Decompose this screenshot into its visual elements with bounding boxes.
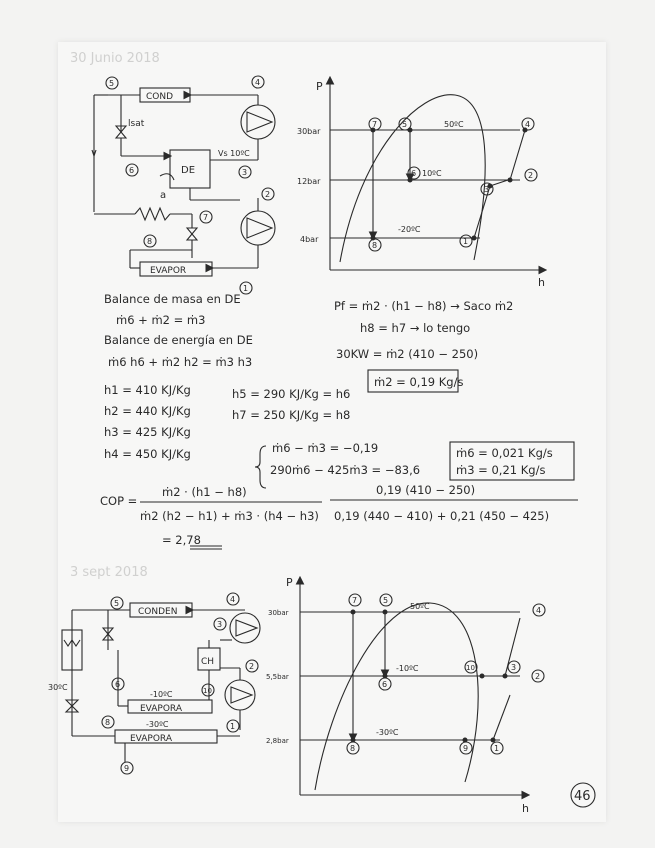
m3-result: ṁ3 = 0,21 Kg/s (456, 463, 545, 477)
h4-value: h4 = 450 KJ/Kg (104, 447, 191, 461)
evaporator-label-1: EVAPOR (150, 266, 186, 276)
ph2-node-1: 1 (494, 744, 499, 753)
ph1-node-1: 1 (463, 237, 468, 246)
mass-balance-eq: ṁ6 + ṁ2 = ṁ3 (116, 313, 205, 327)
ph2-node-8: 8 (350, 744, 355, 753)
d2-node-9: 9 (124, 764, 129, 773)
m2-result: ṁ2 = 0,19 Kg/s (374, 375, 463, 389)
node-4: 4 (255, 78, 260, 87)
condenser-label-2: CONDEN (138, 607, 177, 617)
evaporator-b-label: EVAPORA (130, 734, 173, 744)
ph2-node-5: 5 (383, 596, 388, 605)
cop-denominator: ṁ2 (h2 − h1) + ṁ3 · (h4 − h3) (140, 509, 319, 523)
node-1: 1 (243, 284, 248, 293)
h7-value: h7 = 250 KJ/Kg = h8 (232, 408, 350, 422)
cop-label: COP = (100, 494, 137, 508)
ph1-p-high: 30bar (297, 127, 321, 136)
refrigeration-circuit-2 (61, 602, 261, 762)
node-markers-2 (101, 592, 546, 775)
ph-diagram-2 (295, 575, 531, 800)
ph2-p-high: 30bar (268, 609, 289, 617)
h1-value: h1 = 410 KJ/Kg (104, 383, 191, 397)
ph1-t-high: 50ºC (444, 120, 464, 129)
evaporator-a-temp: -10ºC (150, 690, 173, 699)
d2-node-2: 2 (249, 662, 254, 671)
evaporator-a-label: EVAPORA (140, 704, 183, 714)
subcooler-temp: 30ºC (48, 683, 68, 692)
mass-balance-title: Balance de masa en DE (104, 292, 241, 306)
ph1-node-6: 6 (411, 169, 416, 178)
evaporator-b-temp: -30ºC (146, 720, 169, 729)
ph2-node-6: 6 (382, 680, 387, 689)
system-eq-1: ṁ6 − ṁ3 = −0,19 (272, 441, 378, 455)
ph2-p-axis-label: P (286, 576, 293, 589)
energy-balance-title: Balance de energía en DE (104, 333, 253, 347)
ph2-node-3: 3 (511, 663, 516, 672)
ph1-node-3: 3 (484, 185, 489, 194)
node-3: 3 (242, 168, 247, 177)
node-6: 6 (129, 166, 134, 175)
node-5: 5 (109, 79, 114, 88)
ph1-p-low: 4bar (300, 235, 319, 244)
page-number: 46 (574, 789, 591, 804)
ph1-node-8: 8 (372, 241, 377, 250)
system-eq-2: 290ṁ6 − 425ṁ3 = −83,6 (270, 463, 420, 477)
ph2-node-9: 9 (463, 744, 468, 753)
cop-num-values: 0,19 (410 − 250) (376, 483, 475, 497)
ph2-t-low: -30ºC (376, 728, 399, 737)
ph2-node-2: 2 (535, 672, 540, 681)
energy-balance-eq: ṁ6 h6 + ṁ2 h2 = ṁ3 h3 (108, 355, 252, 369)
condenser-label-1: COND (146, 92, 173, 102)
de-label: DE (181, 165, 195, 176)
refrigeration-circuit-1 (91, 87, 276, 277)
h8-equals-h7: h8 = h7 → lo tengo (360, 321, 470, 335)
node-markers-1 (105, 75, 538, 295)
ph2-t-mid: -10ºC (396, 664, 419, 673)
d2-node-5: 5 (114, 599, 119, 608)
ph2-h-axis-label: h (522, 802, 529, 815)
d2-node-10: 10 (203, 687, 212, 695)
ph1-node-4: 4 (525, 120, 530, 129)
vs-label: Vs 10ºC (218, 149, 250, 158)
lsat-label: lsat (128, 119, 145, 129)
ph1-p-mid: 12bar (297, 177, 321, 186)
date-header-2: 3 sept 2018 (70, 565, 148, 580)
node-8: 8 (147, 237, 152, 246)
h5-value: h5 = 290 KJ/Kg = h6 (232, 387, 350, 401)
ph2-node-10: 10 (466, 664, 475, 672)
paper-sheet (58, 42, 606, 822)
ch-label: CH (201, 657, 214, 667)
ph2-t-high: 50ºC (410, 602, 430, 611)
d2-node-6: 6 (115, 680, 120, 689)
ph1-node-2: 2 (528, 171, 533, 180)
ph1-h-axis-label: h (538, 276, 545, 289)
node-2: 2 (265, 190, 270, 199)
d2-node-1: 1 (230, 722, 235, 731)
cop-den-values: 0,19 (440 − 410) + 0,21 (450 − 425) (334, 509, 549, 523)
ph2-node-7: 7 (352, 596, 357, 605)
cop-result: = 2,78 (162, 533, 201, 547)
ph1-t-mid: 10ºC (422, 169, 442, 178)
cop-numerator: ṁ2 · (h1 − h8) (162, 485, 247, 499)
h3-value: h3 = 425 KJ/Kg (104, 425, 191, 439)
ph2-p-mid: 5,5bar (266, 673, 289, 681)
a-label: a (160, 190, 166, 201)
ph1-node-7: 7 (372, 120, 377, 129)
ph1-node-5: 5 (402, 120, 407, 129)
h2-value: h2 = 440 KJ/Kg (104, 404, 191, 418)
date-header-1: 30 Junio 2018 (70, 51, 160, 66)
ph2-node-4: 4 (536, 606, 541, 615)
node-7: 7 (203, 213, 208, 222)
pf-equation: Pf = ṁ2 · (h1 − h8) → Saco ṁ2 (334, 299, 513, 313)
d2-node-4: 4 (230, 595, 235, 604)
ph1-p-axis-label: P (316, 80, 323, 93)
ph1-t-low: -20ºC (398, 225, 421, 234)
m6-result: ṁ6 = 0,021 Kg/s (456, 446, 553, 460)
d2-node-8: 8 (105, 718, 110, 727)
ph2-p-low: 2,8bar (266, 737, 289, 745)
power-equation: 30KW = ṁ2 (410 − 250) (336, 347, 478, 361)
d2-node-3: 3 (217, 620, 222, 629)
